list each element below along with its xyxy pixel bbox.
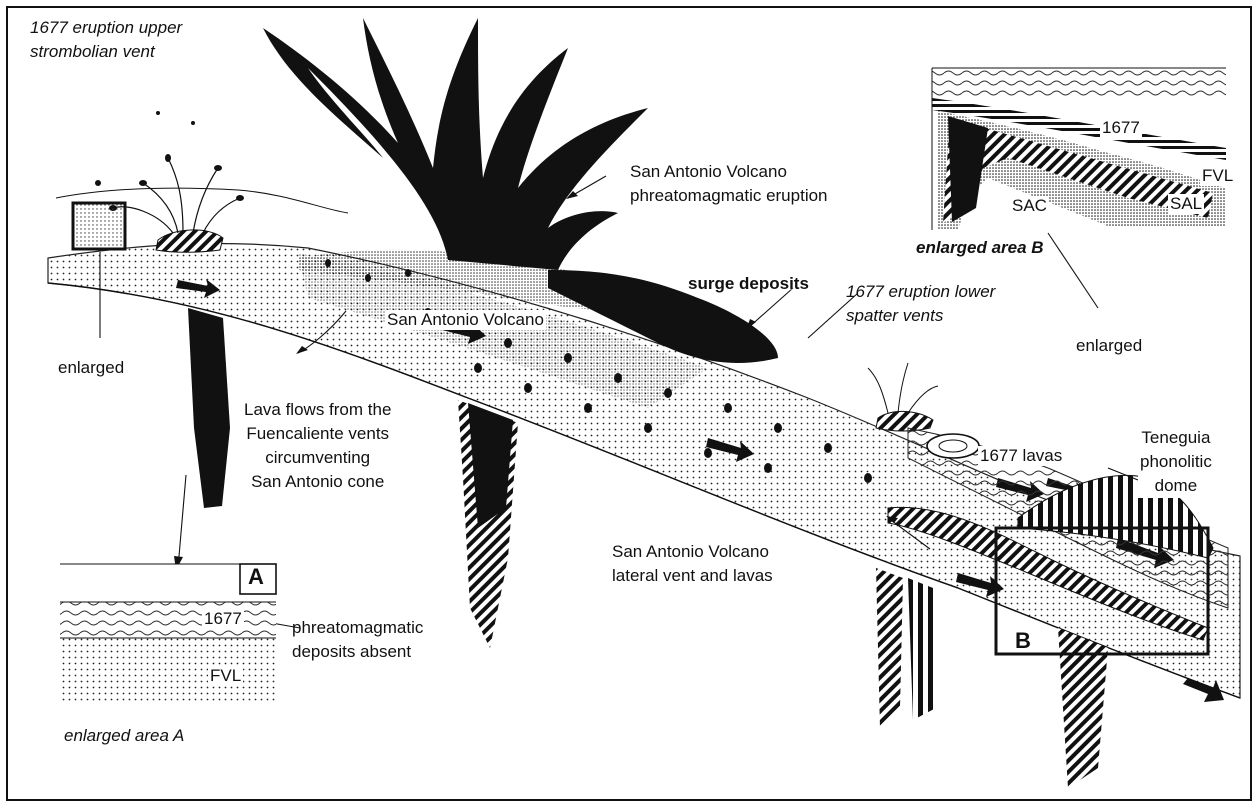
enlarged-box-left: [73, 203, 125, 249]
label-surge-deposits: surge deposits: [688, 274, 809, 294]
inset-b-unit-sac: SAC: [1010, 196, 1049, 216]
dyke-left: [188, 308, 230, 508]
dyke-right-3: [1058, 628, 1108, 788]
label-1677-lavas: 1677 lavas: [978, 446, 1064, 466]
lower-vent-cone: [876, 411, 933, 431]
eruption-column: [263, 18, 648, 270]
inset-a-unit-1677: 1677: [202, 609, 244, 629]
label-enlarged-right: enlarged: [1076, 336, 1142, 356]
inset-b-caption: enlarged area B: [916, 238, 1044, 258]
label-san-antonio-volcano: San Antonio Volcano: [385, 310, 546, 330]
inset-a-graphic: [60, 564, 276, 704]
label-enlarged-left: enlarged: [58, 358, 124, 378]
dyke-right-2: [908, 578, 938, 720]
volcano-block-diagram: [8, 8, 1250, 799]
upper-vent-bombs: [95, 111, 244, 211]
label-teneguia: Teneguia phonolitic dome: [1138, 426, 1214, 498]
label-lateral-vent: San Antonio Volcano lateral vent and lav…: [610, 540, 775, 588]
figure-frame: 1677 eruption upper strombolian vent San…: [6, 6, 1252, 801]
label-upper-vent: 1677 eruption upper strombolian vent: [30, 16, 182, 64]
main-box-b-letter: B: [1015, 628, 1031, 654]
inset-b-unit-sal: SAL: [1168, 194, 1204, 214]
label-phreatomagmatic-eruption: San Antonio Volcano phreatomagmatic erup…: [630, 160, 828, 208]
label-lava-flows: Lava flows from the Fuencaliente vents c…: [242, 398, 393, 494]
upper-vent-cone: [156, 230, 223, 252]
lavas-1677-vent: [927, 434, 979, 458]
label-lower-vents: 1677 eruption lower spatter vents: [846, 280, 995, 328]
inset-a-letter: A: [248, 564, 264, 590]
inset-b-unit-fvl: FVL: [1200, 166, 1235, 186]
inset-b-unit-1677: 1677: [1100, 118, 1142, 138]
inset-a-caption: enlarged area A: [64, 726, 184, 746]
label-phreato-absent: phreatomagmatic deposits absent: [292, 616, 423, 664]
lower-vent-ejecta: [868, 363, 938, 413]
inset-a-unit-fvl: FVL: [208, 666, 243, 686]
dyke-right-1: [876, 568, 903, 728]
